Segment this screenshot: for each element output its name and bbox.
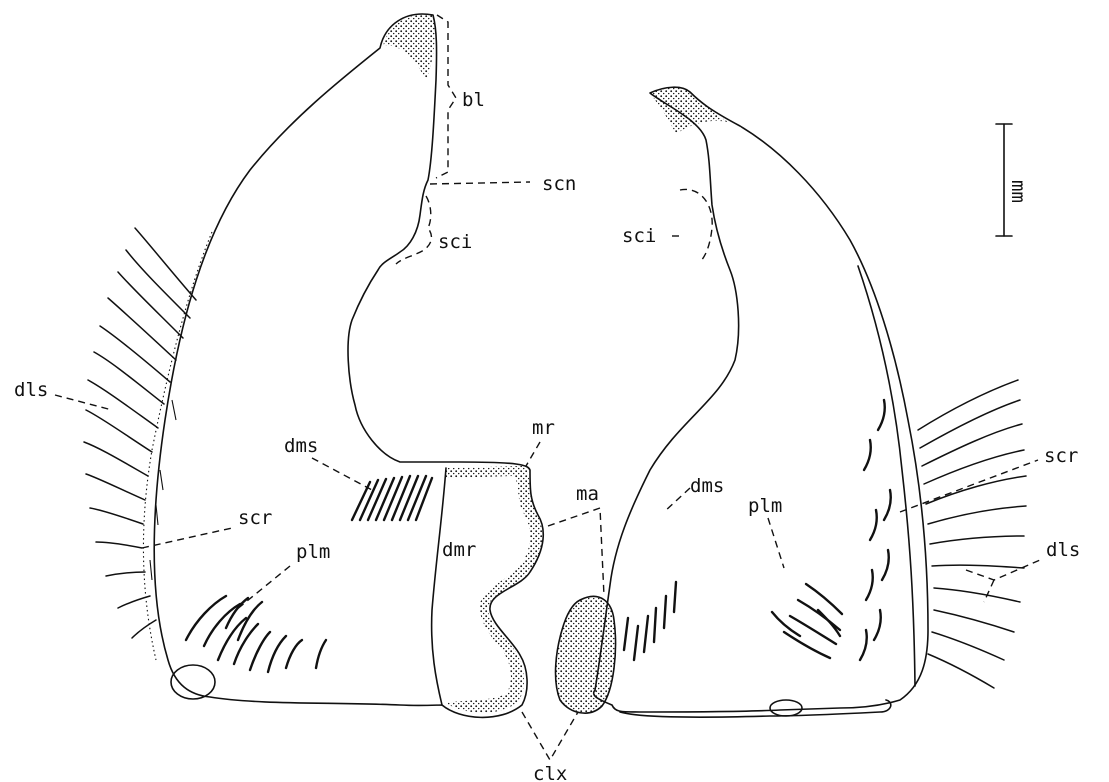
- label-dls-left: dls: [14, 379, 48, 401]
- right-sci-notch: [680, 189, 712, 262]
- molar-stipple: [446, 466, 542, 713]
- right-mandible-outline: [594, 87, 928, 712]
- left-condyle: [171, 665, 215, 699]
- left-scrobe-line: [143, 232, 212, 660]
- left-setae: [84, 228, 196, 638]
- right-tip-stipple: [650, 87, 728, 134]
- label-mr: mr: [532, 417, 555, 439]
- left-tip-stipple: [383, 15, 435, 80]
- label-plm-right: plm: [748, 495, 782, 517]
- right-scr-marks: [860, 400, 891, 660]
- right-condyle: [770, 700, 802, 716]
- right-plm-spines: [772, 584, 842, 658]
- label-dms-right: dms: [690, 475, 724, 497]
- label-ma: ma: [576, 483, 599, 505]
- label-plm-left: plm: [296, 541, 330, 563]
- label-dms-left: dms: [284, 435, 318, 457]
- label-leaders: [55, 15, 1040, 760]
- left-mandible: [84, 14, 543, 717]
- label-dmr: dmr: [442, 539, 476, 561]
- label-scr-right: scr: [1044, 445, 1078, 467]
- label-sci-left: sci: [438, 231, 472, 253]
- right-mandible: [556, 87, 1026, 717]
- right-dms-spines: [624, 582, 676, 660]
- right-articulation-stipple: [556, 596, 616, 713]
- label-sci-right: sci: [622, 225, 656, 247]
- label-bl: bl: [462, 89, 485, 111]
- left-dms-striations: [352, 476, 432, 520]
- right-setae: [918, 380, 1026, 688]
- dmr-boundary: [432, 468, 446, 705]
- label-scr-left: scr: [238, 507, 272, 529]
- left-plm-spines: [186, 596, 326, 672]
- label-scale: mm: [1007, 180, 1029, 203]
- label-clx: clx: [533, 763, 567, 782]
- label-dls-right: dls: [1046, 539, 1080, 561]
- label-scn: scn: [542, 173, 576, 195]
